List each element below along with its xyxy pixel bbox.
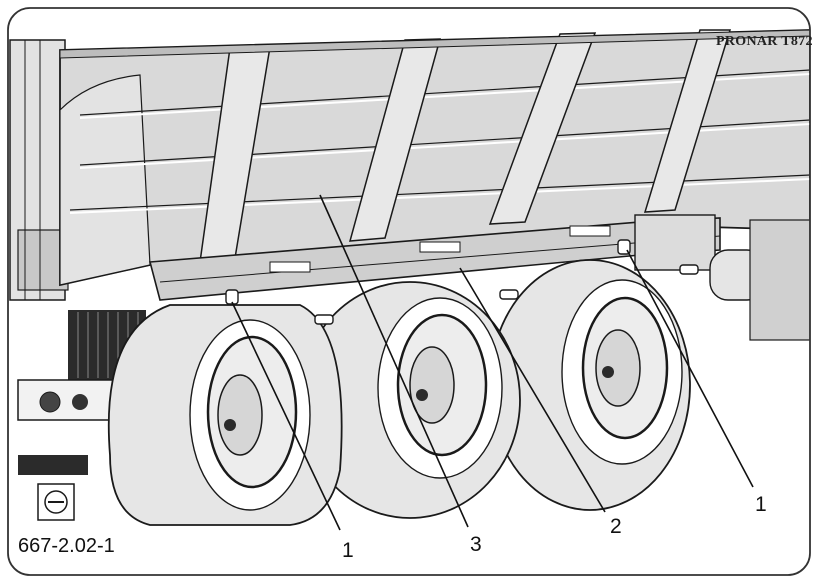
- callout-3: 3: [470, 533, 482, 556]
- figure-frame: [7, 7, 811, 576]
- figure-id-label: 667-2.02-1: [18, 535, 115, 557]
- wheel-middle: [299, 281, 521, 519]
- brand-logo-text: PRONAR T872: [716, 34, 813, 49]
- callout-1-right: 1: [755, 493, 767, 516]
- callout-2: 2: [610, 515, 622, 538]
- callout-leaders: [231, 194, 754, 531]
- axle-brackets: [225, 239, 699, 325]
- wheel-rear: [489, 259, 691, 511]
- callout-1-left: 1: [342, 539, 354, 562]
- chassis-frame: [148, 214, 810, 341]
- wheel-front: [107, 304, 343, 526]
